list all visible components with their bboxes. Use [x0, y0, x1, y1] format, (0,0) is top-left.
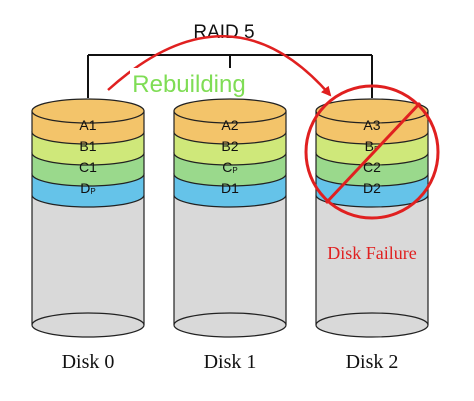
disk-body [32, 195, 144, 325]
rebuild-label: Rebuilding [132, 71, 245, 98]
disk-body [174, 195, 286, 325]
disk-name-label: Disk 2 [346, 351, 399, 373]
disk-name-label: Disk 1 [204, 351, 257, 373]
rebuild-arrow-icon [107, 35, 332, 97]
block-label: A1 [79, 117, 96, 133]
prohibition-slash-icon [324, 101, 422, 205]
block-label: C2 [363, 159, 381, 175]
block-label: A3 [363, 117, 380, 133]
rebuild-label-bg [130, 68, 248, 98]
block-label: A2 [221, 117, 238, 133]
block-label: DP [80, 180, 95, 196]
block-label: B1 [79, 138, 96, 154]
disk-2: A3BPC2D2Disk 2 [315, 98, 429, 373]
block-label: D1 [221, 180, 239, 196]
disk-top [315, 98, 429, 124]
disk-bottom [315, 312, 429, 338]
prohibition-circle-icon [304, 84, 440, 220]
disk-name-label: Disk 0 [62, 351, 115, 373]
block-label: C1 [79, 159, 97, 175]
block-label: D2 [363, 180, 381, 196]
disk-failure-label: Disk Failure [327, 243, 417, 263]
disk-top [31, 98, 145, 124]
disk-bottom [173, 312, 287, 338]
disk-failure-marker [304, 84, 440, 220]
block-label: CP [222, 159, 237, 175]
disk-bottom [31, 312, 145, 338]
block-label: B2 [221, 138, 238, 154]
disk-top [173, 98, 287, 124]
